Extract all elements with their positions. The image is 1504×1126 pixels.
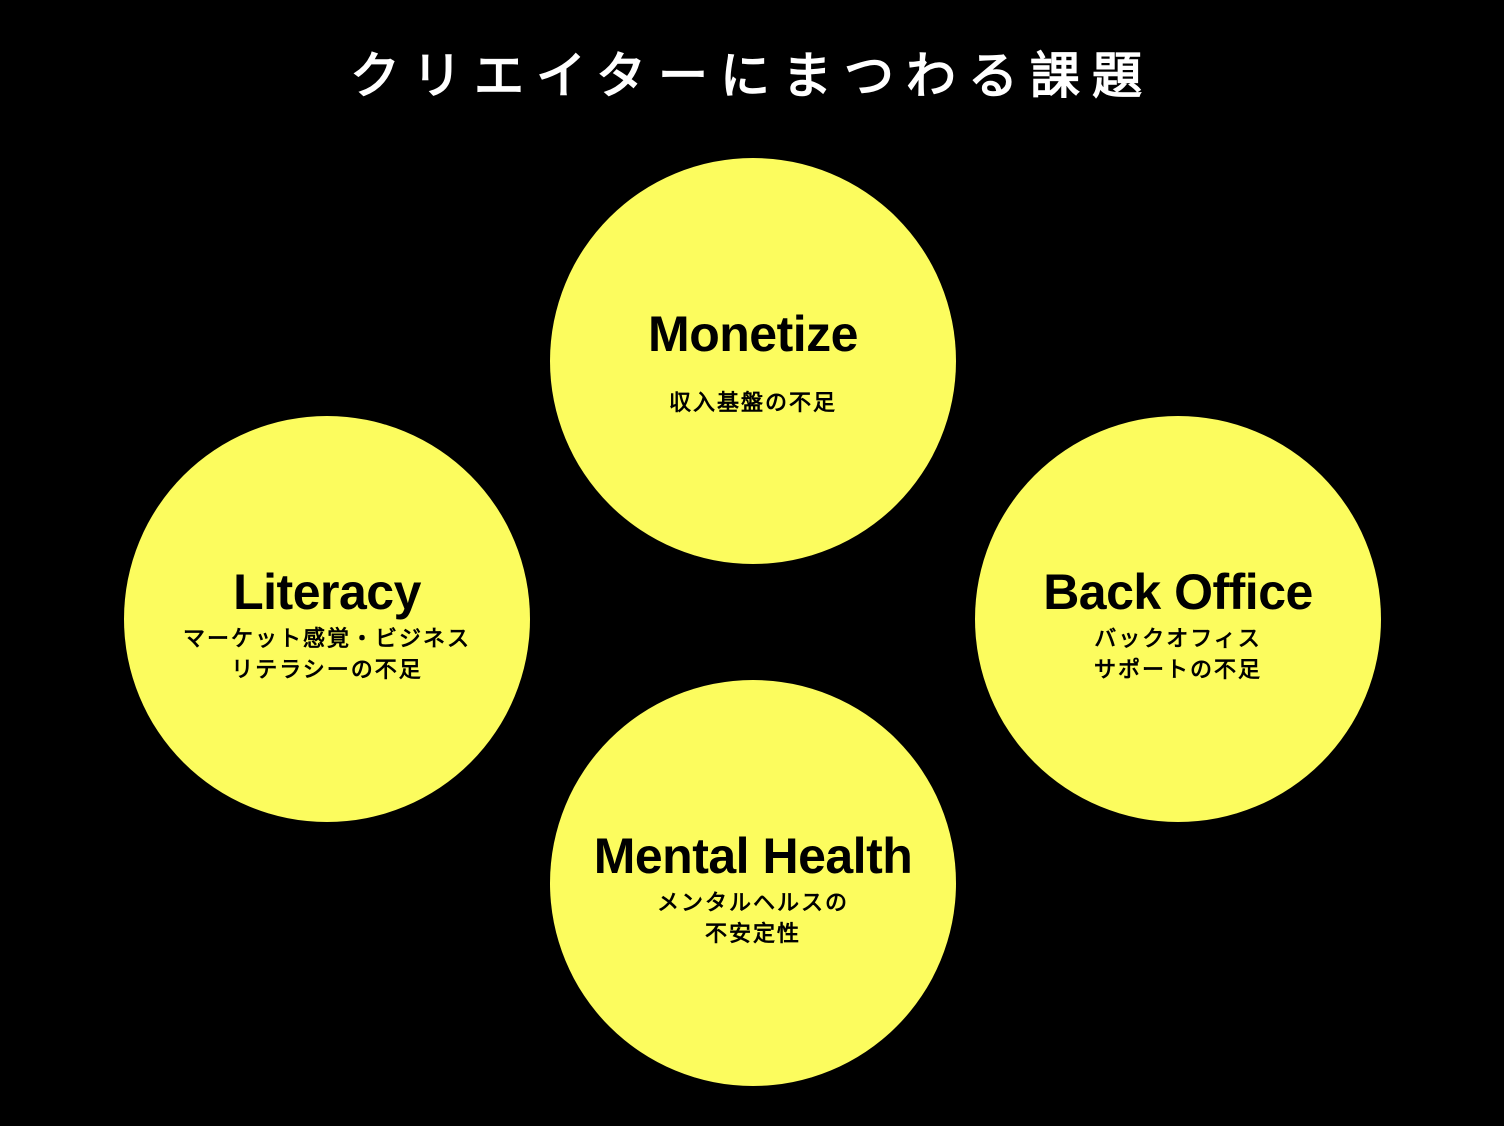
issue-description: バックオフィス サポートの不足 — [975, 624, 1381, 686]
issue-description-line: 不安定性 — [704, 922, 801, 947]
issue-circle-mental-health: Mental Health メンタルヘルスの 不安定性 — [550, 680, 956, 1086]
issue-description-line: サポートの不足 — [1093, 658, 1262, 683]
issue-circle-literacy: Literacy マーケット感覚・ビジネス リテラシーの不足 — [124, 416, 530, 822]
issue-heading: Mental Health — [593, 828, 913, 884]
issue-description: メンタルヘルスの 不安定性 — [550, 888, 956, 950]
issue-description-line: マーケット感覚・ビジネス — [182, 627, 471, 652]
issue-circle-back-office: Back Office バックオフィス サポートの不足 — [975, 416, 1381, 822]
issue-circle-monetize: Monetize 収入基盤の不足 — [550, 158, 956, 564]
issue-heading: Literacy — [233, 564, 421, 620]
issue-heading: Back Office — [1043, 564, 1313, 620]
page-title: クリエイターにまつわる課題 — [350, 47, 1154, 105]
issue-description: マーケット感覚・ビジネス リテラシーの不足 — [124, 624, 530, 686]
issue-description: 収入基盤の不足 — [550, 388, 956, 419]
issue-description-line: バックオフィス — [1094, 627, 1262, 652]
issue-description-line: リテラシーの不足 — [231, 658, 423, 683]
issue-description-line: メンタルヘルスの — [656, 891, 849, 916]
issue-description-line: 収入基盤の不足 — [668, 391, 837, 416]
issue-heading: Monetize — [648, 306, 858, 362]
